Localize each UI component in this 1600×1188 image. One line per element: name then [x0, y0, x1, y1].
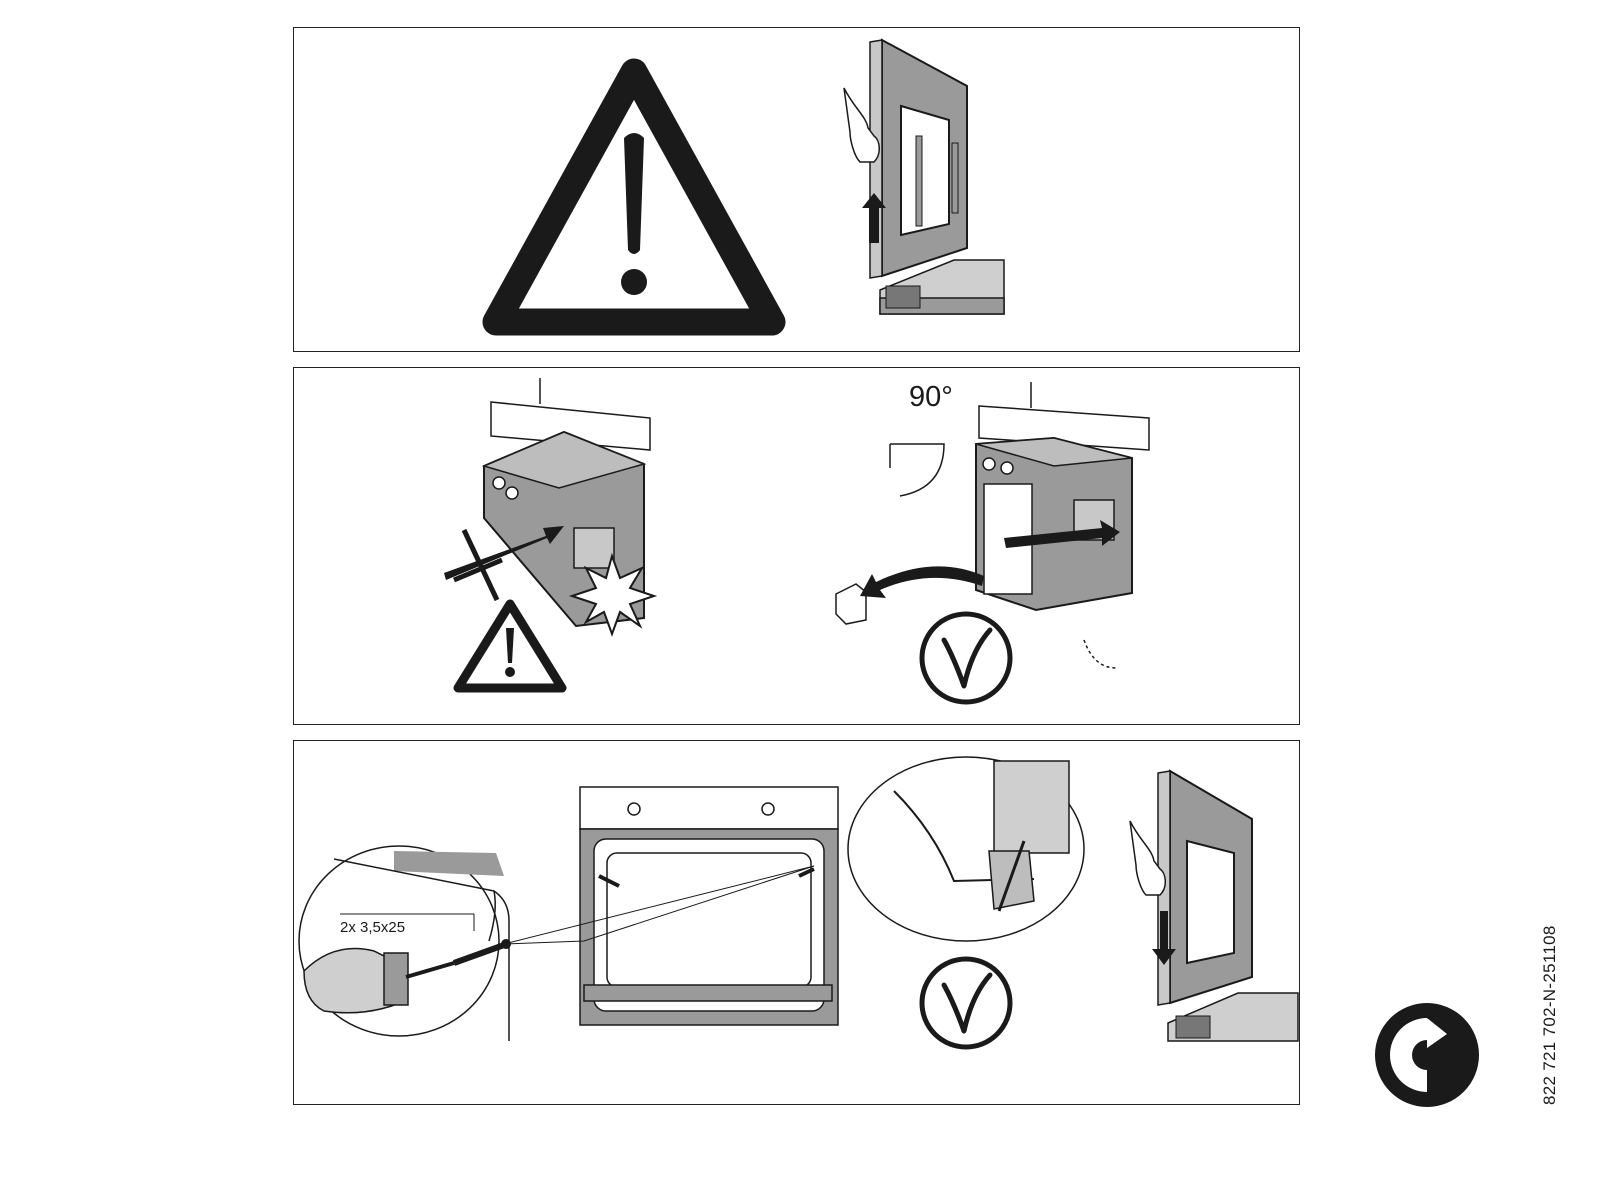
oven-door-lower-illustration	[1130, 771, 1298, 1041]
clip-detail-magnifier	[848, 757, 1084, 941]
oven-door-lift-illustration	[844, 40, 1004, 314]
screw-detail-magnifier	[299, 846, 511, 1041]
instruction-panel-3: 2x 3,5x25	[293, 740, 1300, 1105]
panel-3-illustration	[294, 741, 1301, 1106]
check-circle-icon	[922, 959, 1010, 1047]
instruction-panel-1	[293, 27, 1300, 352]
angle-label: 90°	[909, 381, 953, 414]
panel-2-illustration	[294, 368, 1301, 726]
correct-installation-illustration	[836, 382, 1149, 702]
oven-front-illustration	[504, 787, 838, 1025]
panel-1-illustration	[294, 28, 1301, 353]
instruction-panel-2: 90°	[293, 367, 1300, 725]
screw-spec-label: 2x 3,5x25	[340, 919, 405, 936]
document-code: 822 721 702-N-251108	[1540, 925, 1560, 1105]
warning-triangle-icon	[458, 604, 562, 688]
check-circle-icon	[922, 614, 1010, 702]
green-dot-recycling-icon	[1372, 1000, 1482, 1110]
incorrect-installation-illustration	[444, 378, 654, 688]
warning-triangle-icon	[496, 72, 772, 322]
